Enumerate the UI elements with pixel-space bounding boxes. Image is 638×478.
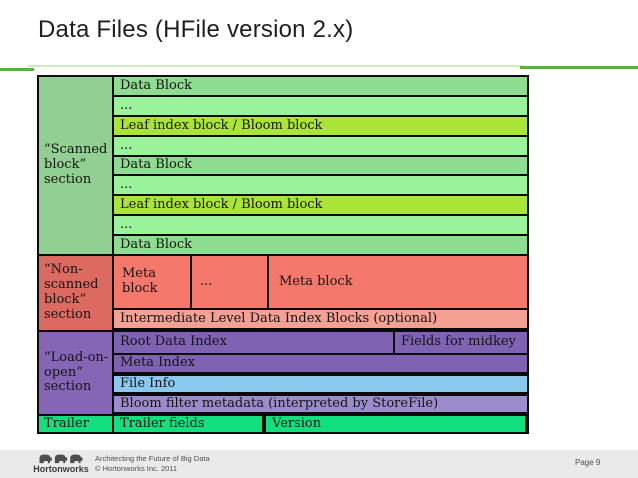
hfile-structure-diagram: “Scanned block” section “Non-scanned blo… xyxy=(37,75,529,434)
row-ellipsis: ... xyxy=(114,137,527,155)
section-label-scanned-block: “Scanned block” section xyxy=(39,77,112,254)
cell-meta-block: Meta block xyxy=(114,256,190,308)
row-data-block: Data Block xyxy=(114,157,527,174)
title-underline-accent-right xyxy=(520,66,638,69)
page-title: Data Files (HFile version 2.x) xyxy=(38,16,354,43)
title-underline xyxy=(28,65,524,67)
row-leaf-index-bloom-block: Leaf index block / Bloom block xyxy=(114,196,527,214)
row-ellipsis: ... xyxy=(114,176,527,194)
cell-version: Version xyxy=(266,416,525,432)
footer-tagline: Architecting the Future of Big Data xyxy=(95,454,210,463)
row-bloom-filter-metadata: Bloom filter metadata (interpreted by St… xyxy=(114,396,527,412)
row-intermediate-index-blocks: Intermediate Level Data Index Blocks (op… xyxy=(114,310,527,328)
row-file-info: File Info xyxy=(114,376,527,392)
section-label-load-on-open: “Load-on-open” section xyxy=(39,332,112,414)
cell-root-data-index: Root Data Index xyxy=(114,332,393,353)
cell-trailer-fields: Trailer fields xyxy=(114,416,262,432)
row-meta-index: Meta Index xyxy=(114,355,527,372)
title-underline-accent-left xyxy=(0,68,34,71)
footer-copyright: © Hortonworks Inc. 2011 xyxy=(95,463,178,473)
row-data-block: Data Block xyxy=(114,236,527,254)
row-data-block: Data Block xyxy=(114,77,527,95)
cell-meta-block: Meta block xyxy=(269,256,527,308)
section-label-trailer: Trailer xyxy=(39,416,112,432)
row-ellipsis: ... xyxy=(114,97,527,115)
cell-ellipsis: ... xyxy=(192,256,267,308)
section-label-non-scanned-block: “Non-scanned block” section xyxy=(39,256,112,330)
page-number: Page 9 xyxy=(575,458,601,467)
footer-text: Architecting the Future of Big Data © Ho… xyxy=(95,454,210,473)
hortonworks-logo: Hortonworks xyxy=(30,452,92,474)
footer-bar: Hortonworks Architecting the Future of B… xyxy=(0,450,638,478)
cell-fields-for-midkey: Fields for midkey xyxy=(395,332,527,353)
row-leaf-index-bloom-block: Leaf index block / Bloom block xyxy=(114,117,527,135)
brand-wordmark: Hortonworks xyxy=(33,464,89,474)
elephants-icon xyxy=(39,454,83,464)
row-ellipsis: ... xyxy=(114,216,527,234)
